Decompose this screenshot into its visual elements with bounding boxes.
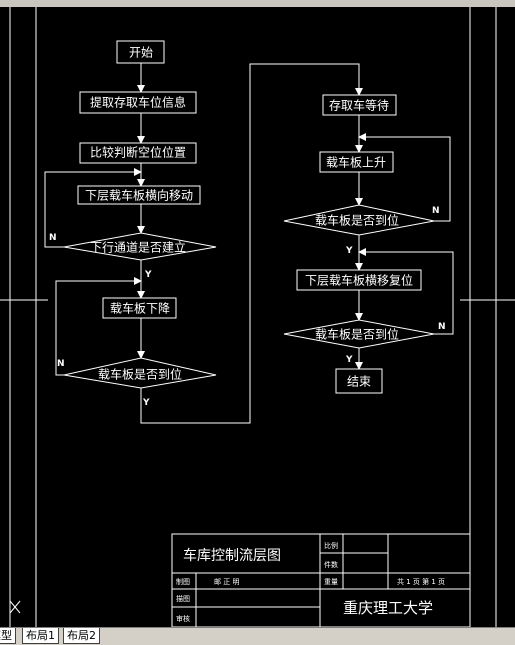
drawing-frame <box>0 7 515 627</box>
decision-channel-diamond[interactable] <box>63 232 217 261</box>
decision-pos1-diamond[interactable] <box>63 357 217 389</box>
lower-reset-label: 下层载车板横移复位 <box>305 273 413 288</box>
compare-position-label: 比较判断空位位置 <box>90 145 186 160</box>
yes-label-pos2: Y <box>345 246 353 256</box>
plate-up-label: 载车板上升 <box>326 155 386 170</box>
decision-pos3-diamond[interactable] <box>283 319 435 349</box>
lower-move-label: 下层载车板横向移动 <box>85 188 193 203</box>
end-box[interactable] <box>335 368 383 394</box>
plate-down-box[interactable] <box>102 297 177 319</box>
scale-label: 比例 <box>324 541 338 550</box>
tab-layout2[interactable]: 布局2 <box>63 628 100 644</box>
count-label: 件数 <box>324 560 338 569</box>
no-label-pos1: N <box>57 359 65 369</box>
lower-move-box[interactable] <box>77 185 201 205</box>
drawn-label: 制图 <box>176 577 190 586</box>
ucs-icon <box>9 600 21 614</box>
sheet-info: 共 1 页 第 1 页 <box>397 577 445 586</box>
school-name: 重庆理工大学 <box>343 599 433 617</box>
no-label-pos2: N <box>432 206 440 216</box>
drawer-name: 邮 正 明 <box>214 577 239 586</box>
no-label-channel: N <box>49 233 57 243</box>
decision-pos3-label: 载车板是否到位 <box>315 327 399 342</box>
toolbar-strip <box>0 0 515 7</box>
start-label: 开始 <box>129 46 153 60</box>
wait-box[interactable] <box>322 94 397 116</box>
decision-pos2-diamond[interactable] <box>283 204 435 236</box>
decision-pos1-label: 载车板是否到位 <box>98 367 182 382</box>
plate-down-label: 载车板下降 <box>110 301 170 316</box>
no-label-pos3: N <box>438 322 446 332</box>
read-position-box[interactable] <box>79 91 197 114</box>
compare-position-box[interactable] <box>79 142 197 164</box>
start-box[interactable] <box>116 40 165 64</box>
end-label: 结束 <box>347 375 371 389</box>
wait-label: 存取车等待 <box>329 98 389 113</box>
review-label: 审核 <box>176 614 190 623</box>
yes-label-pos1: Y <box>142 398 150 408</box>
yes-label-pos3: Y <box>345 355 353 365</box>
tab-model[interactable]: 模型 <box>0 628 16 644</box>
yes-label-channel: Y <box>144 270 152 280</box>
lower-reset-box[interactable] <box>296 269 422 291</box>
drawing-canvas[interactable]: 开始 提取存取车位信息 比较判断空位位置 下层载车板横向移动 下行通道是否建立 … <box>0 7 515 627</box>
draft-label: 描图 <box>176 594 190 603</box>
title-block <box>171 533 471 627</box>
decision-pos2-label: 载车板是否到位 <box>315 213 399 228</box>
weight-label: 重量 <box>324 578 338 586</box>
decision-channel-label: 下行通道是否建立 <box>90 240 186 255</box>
drawing-title: 车库控制流层图 <box>183 547 281 564</box>
layout-tabs: 模型 布局1 布局2 <box>0 627 515 645</box>
read-position-label: 提取存取车位信息 <box>90 95 186 110</box>
plate-up-box[interactable] <box>319 151 394 173</box>
flow-connectors <box>44 63 454 424</box>
tab-layout1[interactable]: 布局1 <box>22 628 59 644</box>
